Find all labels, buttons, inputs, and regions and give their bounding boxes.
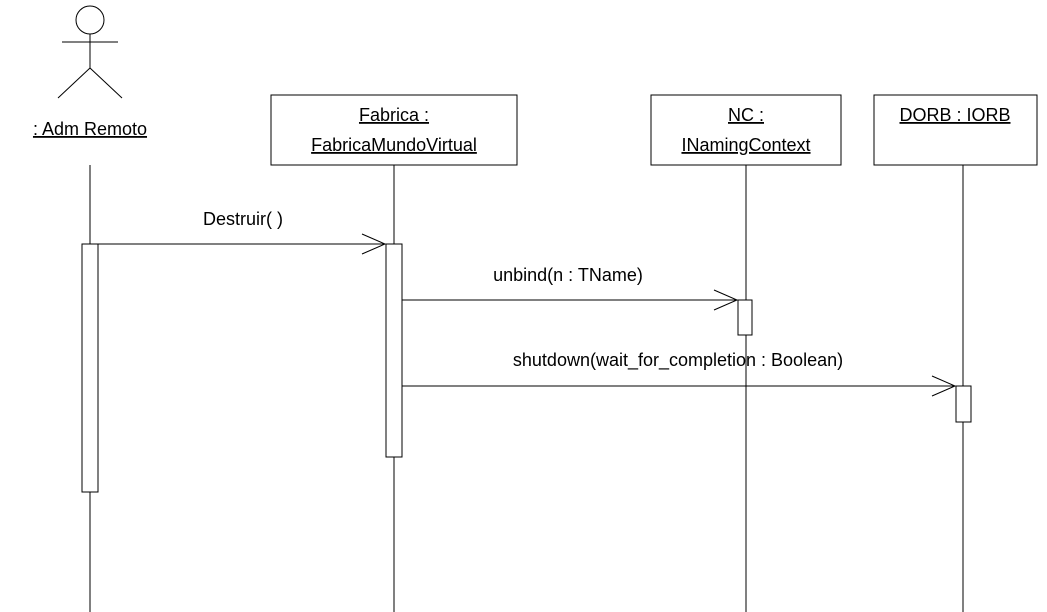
actor-right-leg xyxy=(89,67,123,99)
open-arrowhead-icon xyxy=(361,233,387,255)
message-shutdown[interactable]: shutdown(wait_for_completion : Boolean) xyxy=(402,350,957,397)
activation-fabrica xyxy=(385,243,403,458)
open-arrowhead-icon xyxy=(931,375,957,397)
activation-adm-remoto xyxy=(81,243,99,493)
activation-nc xyxy=(737,299,753,336)
object-box xyxy=(873,94,1038,166)
object-dorb[interactable]: DORB : IORB xyxy=(873,94,1038,166)
message-label: Destruir( ) xyxy=(203,209,283,229)
object-name: DORB : IORB xyxy=(899,105,1010,125)
object-nc[interactable]: NC : INamingContext xyxy=(650,94,842,166)
actor-head xyxy=(75,5,105,35)
object-name: Fabrica : xyxy=(359,105,429,125)
object-fabrica[interactable]: Fabrica : FabricaMundoVirtual xyxy=(270,94,518,166)
message-destruir[interactable]: Destruir( ) xyxy=(98,209,387,255)
actor-left-leg xyxy=(57,67,91,99)
object-type: FabricaMundoVirtual xyxy=(311,135,477,155)
object-type: INamingContext xyxy=(681,135,810,155)
object-box xyxy=(270,94,518,166)
actor-adm-remoto[interactable]: : Adm Remoto xyxy=(33,5,147,139)
message-label: unbind(n : TName) xyxy=(493,265,643,285)
open-arrowhead-icon xyxy=(713,289,739,311)
message-unbind[interactable]: unbind(n : TName) xyxy=(402,265,739,311)
activation-dorb xyxy=(955,385,972,423)
object-box xyxy=(650,94,842,166)
actor-label: : Adm Remoto xyxy=(33,119,147,139)
object-name: NC : xyxy=(728,105,764,125)
message-label: shutdown(wait_for_completion : Boolean) xyxy=(513,350,843,371)
